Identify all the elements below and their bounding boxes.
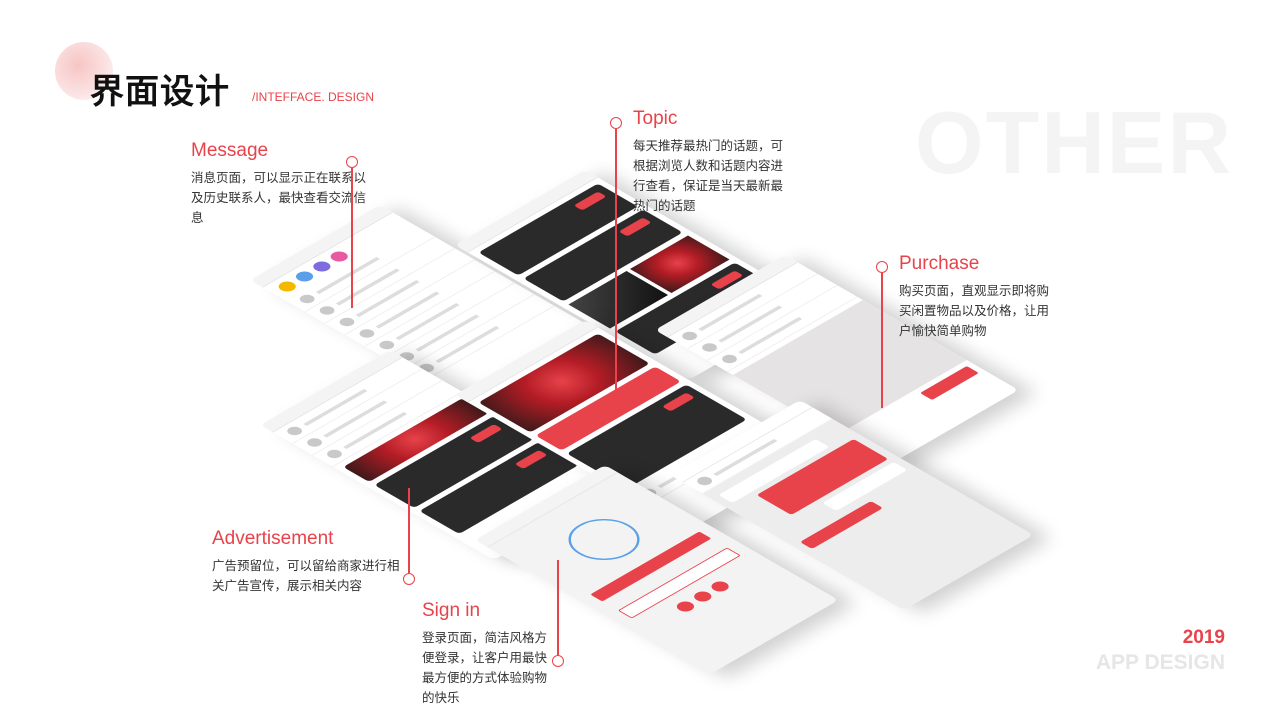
advertisement-description: 广告预留位，可以留给商家进行相关广告宣传，展示相关内容	[212, 558, 400, 593]
advertisement-connector	[408, 488, 410, 573]
page-subtitle: /INTEFFACE. DESIGN	[252, 90, 375, 104]
purchase-connector	[881, 273, 883, 408]
advertisement-title: Advertisement	[212, 528, 334, 549]
footer-label: APP DESIGN	[1095, 651, 1225, 674]
topic-annotation: Topic 每天推荐最热门的话题，可根据浏览人数和话题内容进行查看，保证是当天最…	[633, 108, 783, 216]
purchase-annotation: Purchase 购买页面，直观显示即将购买闲置物品以及价格，让用户愉快简单购物	[899, 253, 1049, 341]
message-connector	[351, 168, 353, 308]
purchase-description: 购买页面，直观显示即将购买闲置物品以及价格，让用户愉快简单购物	[899, 283, 1050, 338]
topic-description: 每天推荐最热门的话题，可根据浏览人数和话题内容进行查看，保证是当天最新最热门的话…	[633, 138, 784, 213]
signin-marker-icon	[552, 655, 564, 667]
message-annotation: Message 消息页面，可以显示正在联系以及历史联系人，最快查看交流信息	[191, 140, 371, 228]
page-title: 界面设计	[90, 72, 230, 112]
message-marker-icon	[346, 156, 358, 168]
signin-annotation: Sign in 登录页面，简洁风格方便登录，让客户用最快最方便的方式体验购物的快…	[422, 600, 552, 708]
topic-connector	[615, 129, 617, 391]
signin-title: Sign in	[422, 600, 481, 621]
topic-marker-icon	[610, 117, 622, 129]
purchase-marker-icon	[876, 261, 888, 273]
watermark-text: OTHER	[915, 93, 1233, 192]
signin-description: 登录页面，简洁风格方便登录，让客户用最快最方便的方式体验购物的快乐	[422, 630, 548, 705]
purchase-title: Purchase	[899, 253, 980, 274]
topic-title: Topic	[633, 108, 678, 129]
message-description: 消息页面，可以显示正在联系以及历史联系人，最快查看交流信息	[191, 170, 367, 225]
message-title: Message	[191, 140, 269, 161]
footer-year: 2019	[1182, 627, 1225, 648]
signin-connector	[557, 560, 559, 655]
mockup-stage	[230, 170, 1034, 680]
title-decoration	[55, 42, 113, 100]
advertisement-marker-icon	[403, 573, 415, 585]
advertisement-annotation: Advertisement 广告预留位，可以留给商家进行相关广告宣传，展示相关内…	[212, 528, 402, 596]
